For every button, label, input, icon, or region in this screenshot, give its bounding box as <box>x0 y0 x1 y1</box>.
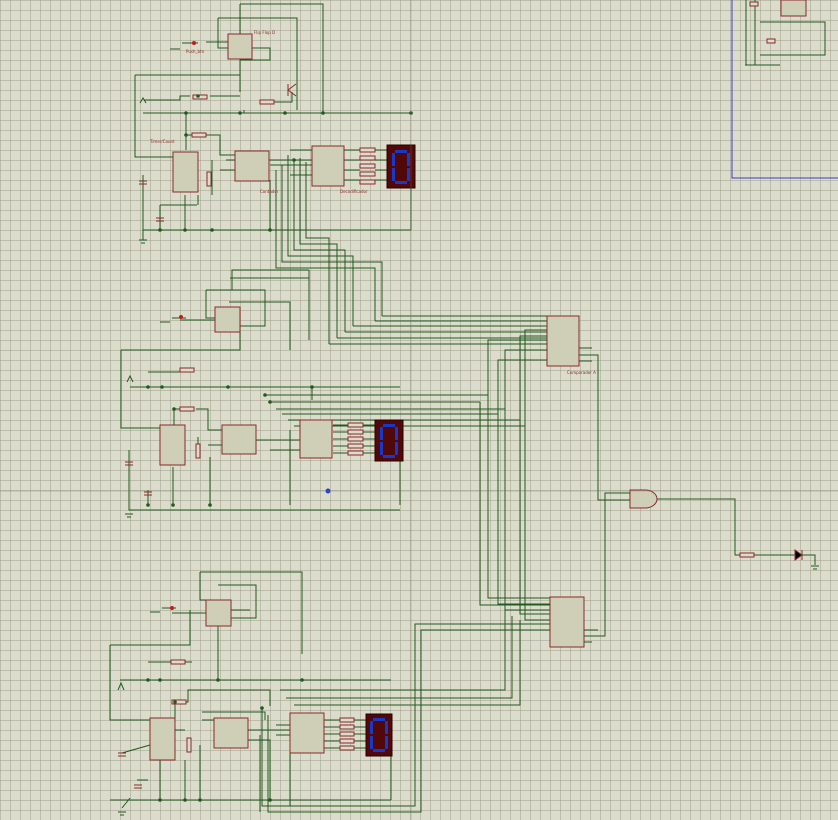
resistor-pack-2 <box>347 422 364 456</box>
sheet-border <box>731 0 838 179</box>
output-led <box>794 549 803 561</box>
pushbutton-2[interactable] <box>160 317 186 323</box>
timer-1[interactable] <box>172 151 199 193</box>
stage-3 <box>109 571 550 816</box>
svg-text:Comparador A: Comparador A <box>567 370 596 375</box>
svg-text:Timer/Count: Timer/Count <box>149 139 175 144</box>
svg-text:Flip Flop D: Flip Flop D <box>254 30 275 35</box>
flip-flop-2[interactable] <box>214 306 241 333</box>
seven-segment-display-1 <box>386 144 416 189</box>
counter-1[interactable] <box>234 150 270 182</box>
svg-text:0: 0 <box>400 199 401 201</box>
transistor-1 <box>287 83 297 97</box>
decoder-3[interactable] <box>289 712 325 754</box>
button-indicator <box>179 315 183 319</box>
bus-wires-top <box>230 269 547 345</box>
and-gate[interactable] <box>597 403 819 570</box>
flip-flop-3[interactable] <box>205 599 232 627</box>
decoder-1[interactable] <box>311 145 345 187</box>
probe-marker <box>325 488 331 494</box>
offsheet-chip <box>780 0 807 17</box>
decoder-2[interactable] <box>299 419 333 459</box>
offsheet-block <box>731 0 838 179</box>
stage-1: Flip Flop D Push_btn Timer/Count Contado… <box>134 3 416 344</box>
bus-wires-middle <box>479 329 550 621</box>
svg-text:Decodificador: Decodificador <box>340 189 368 194</box>
svg-text:Contador: Contador <box>260 189 279 194</box>
svg-text:Push_btn: Push_btn <box>186 49 205 54</box>
timer-3[interactable] <box>149 717 176 761</box>
comparator-a[interactable] <box>546 315 580 367</box>
timer-2[interactable] <box>159 424 186 466</box>
seven-segment-display-3 <box>365 713 393 757</box>
resistor-pack-1 <box>359 147 376 185</box>
comparator-b[interactable] <box>549 596 585 648</box>
button-indicator <box>192 41 196 45</box>
button-indicator <box>170 606 174 610</box>
resistor-pack-3 <box>339 717 355 751</box>
seven-segment-display-2 <box>374 419 404 462</box>
counter-2[interactable] <box>221 424 257 455</box>
stage-2 <box>120 289 525 518</box>
flip-flop-1[interactable] <box>227 33 253 60</box>
output-resistor <box>739 552 755 558</box>
counter-3[interactable] <box>213 717 249 749</box>
